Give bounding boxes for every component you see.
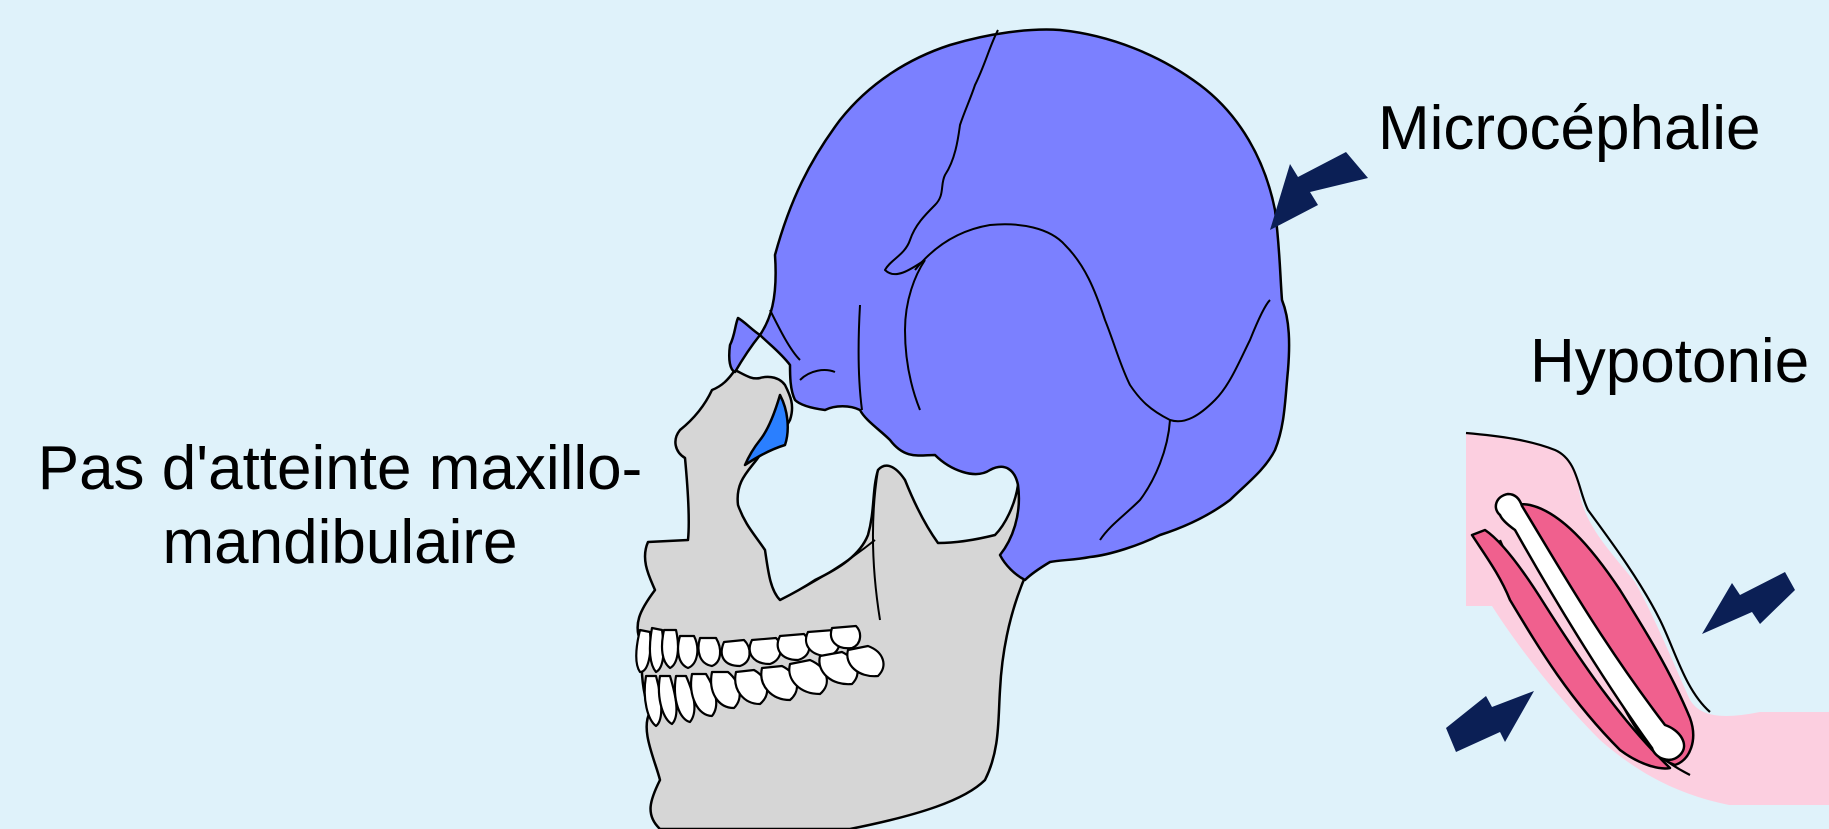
- cranium: [729, 30, 1289, 580]
- arrow-hypotonia-left: [1446, 691, 1534, 752]
- label-microcephaly: Microcéphalie: [1378, 92, 1761, 166]
- arm-illustration: [1466, 433, 1829, 805]
- label-hypotonia: Hypotonie: [1530, 325, 1809, 399]
- label-line-2: mandibulaire: [20, 506, 660, 580]
- arrow-hypotonia-right: [1702, 572, 1795, 634]
- label-no-maxillo-mandibular-involvement: Pas d'atteinte maxillo- mandibulaire: [20, 432, 660, 581]
- arrow-microcephaly: [1270, 152, 1368, 230]
- label-line-1: Pas d'atteinte maxillo-: [20, 432, 660, 506]
